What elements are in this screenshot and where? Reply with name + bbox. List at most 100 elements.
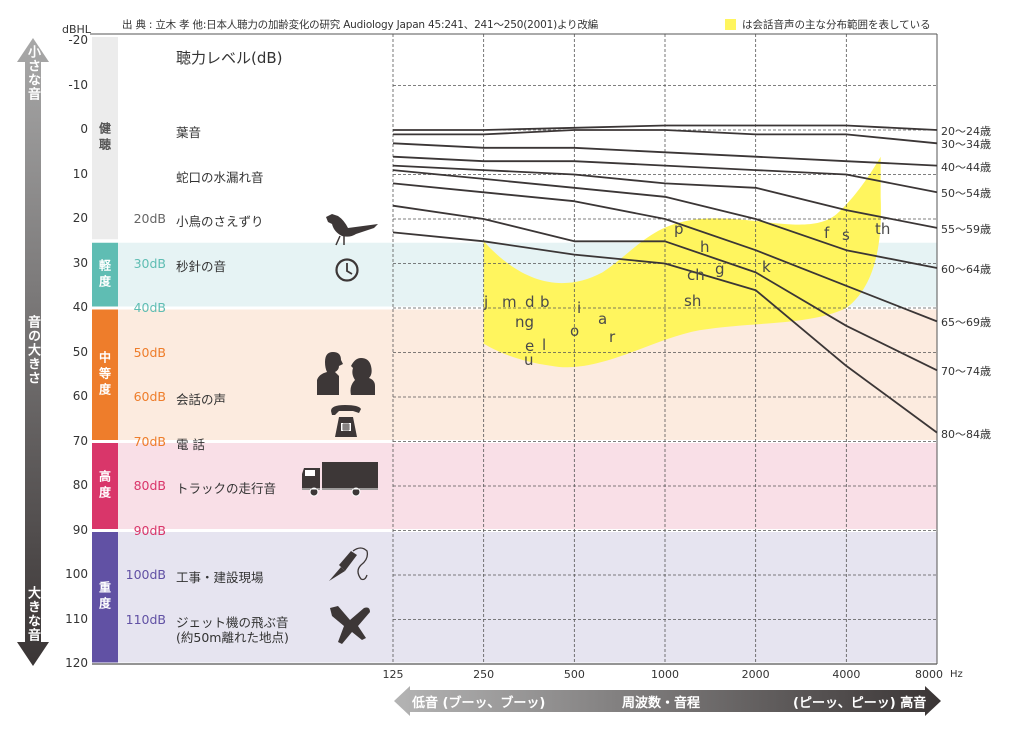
- age-series-label: 50〜54歳: [941, 187, 991, 201]
- db-level-label: 60dB: [133, 389, 166, 404]
- phoneme-label: l: [542, 336, 547, 354]
- phoneme-label: p: [674, 220, 684, 238]
- sound-example-label: 工事・建設現場: [176, 570, 264, 585]
- x-tick-label: 8000: [915, 668, 943, 681]
- age-curve: [392, 204, 938, 372]
- people-icon: [317, 352, 375, 395]
- arrow-top-label: 小さな音: [25, 45, 40, 101]
- phoneme-label: a: [598, 310, 608, 328]
- x-tick-label: 4000: [832, 668, 861, 681]
- phoneme-label: i: [577, 299, 582, 317]
- age-series-label: 65〜69歳: [941, 316, 991, 330]
- bird-icon: [326, 214, 378, 246]
- bottom-arrow-middle-label: 周波数・音程: [622, 696, 701, 711]
- x-tick-label: 1000: [651, 668, 679, 681]
- db-level-label: 90dB: [133, 522, 166, 538]
- band-bar: [92, 532, 118, 663]
- truck-icon: [302, 462, 378, 497]
- db-level-label: 50dB: [133, 344, 166, 360]
- phoneme-label: g: [715, 260, 725, 278]
- age-series-label: 60〜64歳: [941, 262, 991, 276]
- age-series-label: 40〜44歳: [941, 160, 991, 174]
- airplane-icon: [330, 606, 370, 644]
- band-label: 高度: [97, 470, 112, 502]
- phoneme-label: f: [824, 224, 830, 242]
- source-citation: 出 典 : 立木 孝 他:日本人聴力の加齢変化の研究 Audiology Jap…: [122, 19, 598, 31]
- phoneme-label: h: [700, 238, 710, 256]
- age-curve: [392, 231, 938, 434]
- phoneme-label: d: [525, 293, 535, 311]
- y-tick-label: 100: [65, 567, 88, 581]
- phoneme-label: s: [842, 226, 850, 244]
- arrow-middle-label: 音の大きさ: [25, 315, 40, 385]
- age-series-label: 55〜59歳: [941, 222, 991, 236]
- y-axis-unit: dBHL: [62, 23, 91, 36]
- y-tick-label: 110: [65, 611, 88, 626]
- sound-example-label: 蛇口の水漏れ音: [176, 169, 264, 185]
- phoneme-label: o: [570, 322, 580, 340]
- y-tick-label: 60: [72, 389, 88, 403]
- y-tick-label: 10: [72, 166, 88, 181]
- phoneme-label: ng: [515, 313, 535, 331]
- frequency-arrow: [394, 686, 941, 716]
- x-tick-label: 125: [382, 668, 404, 681]
- phoneme-label: j: [484, 293, 489, 311]
- age-series-label: 70〜74歳: [941, 365, 991, 379]
- db-level-label: 110dB: [125, 611, 166, 627]
- sound-example-label: (約50m離れた地点): [176, 630, 289, 646]
- age-curve: [392, 169, 938, 269]
- hearing-level-title: 聴力レベル(dB): [176, 49, 283, 67]
- phoneme-label: b: [540, 293, 550, 311]
- legend-swatch-icon: [725, 19, 736, 30]
- speech-banana: [483, 156, 881, 368]
- x-tick-label: 500: [563, 668, 585, 681]
- age-series-label: 80〜84歳: [941, 427, 991, 441]
- db-level-label: 70dB: [133, 433, 166, 449]
- y-tick-label: 20: [72, 211, 88, 225]
- phoneme-label: m: [502, 293, 517, 311]
- phoneme-label: sh: [684, 292, 702, 310]
- sound-example-label: 電 話: [176, 436, 205, 452]
- y-tick-label: 80: [72, 478, 88, 492]
- drill-icon: [329, 547, 369, 581]
- legend: は会話音声の主な分布範囲を表している: [725, 17, 931, 32]
- band-label: 重度: [97, 581, 112, 614]
- y-tick-label: 50: [72, 344, 88, 359]
- db-level-label: 30dB: [133, 255, 166, 271]
- phoneme-label: e: [525, 337, 535, 355]
- age-curve: [393, 129, 938, 145]
- age-series-label: 20〜24歳: [941, 125, 991, 138]
- loudness-arrow: [17, 38, 49, 666]
- sound-example-label: 秒針の音: [176, 258, 227, 274]
- phoneme-label: th: [875, 220, 891, 238]
- db-level-label: 80dB: [133, 478, 166, 493]
- band-label: 中等度: [97, 350, 112, 399]
- y-tick-label: 0: [80, 122, 88, 136]
- y-tick-label: -20: [68, 33, 88, 47]
- band-label: 健聴: [97, 122, 112, 155]
- sound-example-label: トラックの走行音: [176, 481, 277, 496]
- db-level-label: 40dB: [133, 300, 166, 315]
- clock-icon: [335, 258, 359, 282]
- db-level-label: 20dB: [133, 211, 166, 226]
- x-tick-label: 250: [473, 668, 495, 681]
- sound-example-label: 葉音: [176, 125, 202, 140]
- y-tick-label: 70: [72, 433, 88, 448]
- band-bar-healthy: [92, 37, 118, 240]
- db-level-label: 100dB: [125, 567, 166, 582]
- age-curve: [393, 124, 938, 131]
- legend-text: は会話音声の主な分布範囲を表している: [742, 19, 931, 31]
- y-tick-label: 30: [72, 255, 88, 270]
- age-curve: [392, 142, 938, 167]
- y-tick-label: 90: [72, 522, 88, 537]
- bottom-arrow-low-label: 低音 (ブーッ、ブーッ): [412, 696, 546, 711]
- band-bar: [92, 309, 118, 440]
- age-curve: [392, 164, 938, 229]
- phoneme-label: k: [762, 258, 771, 276]
- band-bar: [92, 443, 118, 529]
- x-axis-unit: Hz: [950, 669, 963, 680]
- phoneme-label: u: [524, 351, 534, 369]
- age-series-label: 30〜34歳: [941, 138, 991, 152]
- y-tick-label: 120: [65, 656, 88, 670]
